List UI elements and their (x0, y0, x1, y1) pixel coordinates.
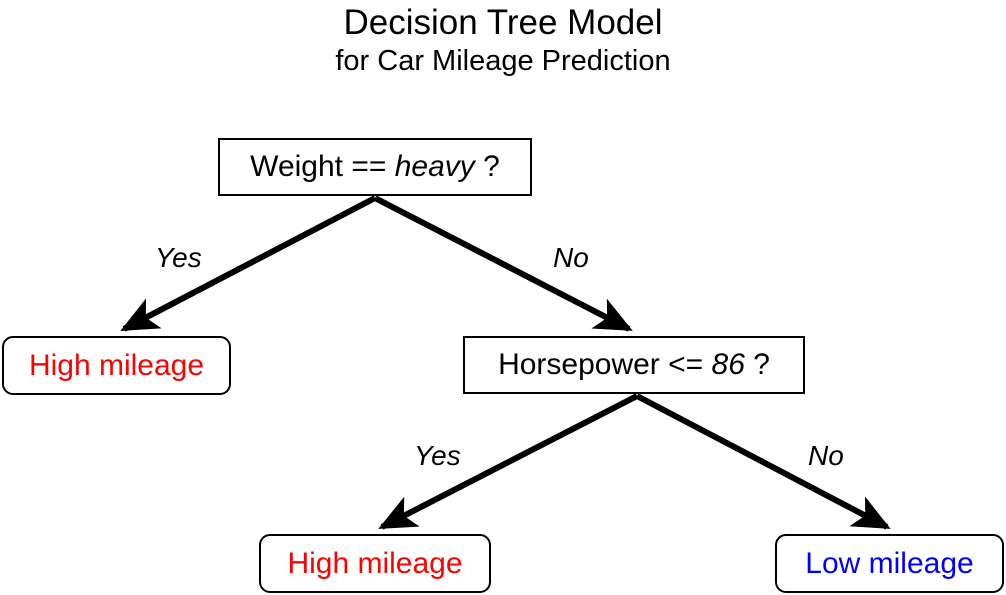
node-question-mark: ? (753, 348, 770, 381)
leaf-node-low-mileage[interactable]: Low mileage (775, 534, 1004, 593)
leaf-node-high-mileage-bottom[interactable]: High mileage (259, 534, 491, 593)
node-question-mark: ? (483, 150, 500, 183)
edge-label-root-no: No (553, 242, 589, 273)
edge-label-horsepower-yes: Yes (414, 440, 461, 471)
title-main-line: Decision Tree Model (343, 3, 663, 42)
leaf-node-label: High mileage (28, 348, 205, 382)
node-value: 86 (711, 348, 745, 381)
page-title: Decision Tree Model for Car Mileage Pred… (0, 0, 1006, 79)
leaf-node-label: Low mileage (805, 546, 974, 580)
leaf-node-label: High mileage (287, 546, 463, 580)
title-subtitle-line: for Car Mileage Prediction (335, 45, 671, 77)
node-operator: == (351, 150, 387, 183)
edge-horsepower-to-leaf-b (378, 393, 639, 530)
decision-node-weight-text: Weight == heavy ? (250, 151, 500, 183)
edge-label-horsepower-no: No (808, 440, 844, 471)
node-operator: <= (668, 348, 704, 381)
edge-horsepower-to-leaf-c (635, 393, 891, 530)
edge-root-to-horsepower (373, 195, 633, 332)
decision-node-horsepower-text: Horsepower <= 86 ? (498, 349, 770, 381)
node-feature: Weight (250, 150, 343, 183)
decision-node-weight[interactable]: Weight == heavy ? (218, 138, 532, 196)
decision-node-horsepower[interactable]: Horsepower <= 86 ? (463, 336, 805, 394)
leaf-node-high-mileage-left[interactable]: High mileage (2, 336, 231, 395)
edge-label-root-yes: Yes (155, 242, 202, 273)
node-feature: Horsepower (498, 348, 660, 381)
edge-root-to-leaf-a (120, 195, 377, 332)
node-value: heavy (394, 150, 475, 183)
